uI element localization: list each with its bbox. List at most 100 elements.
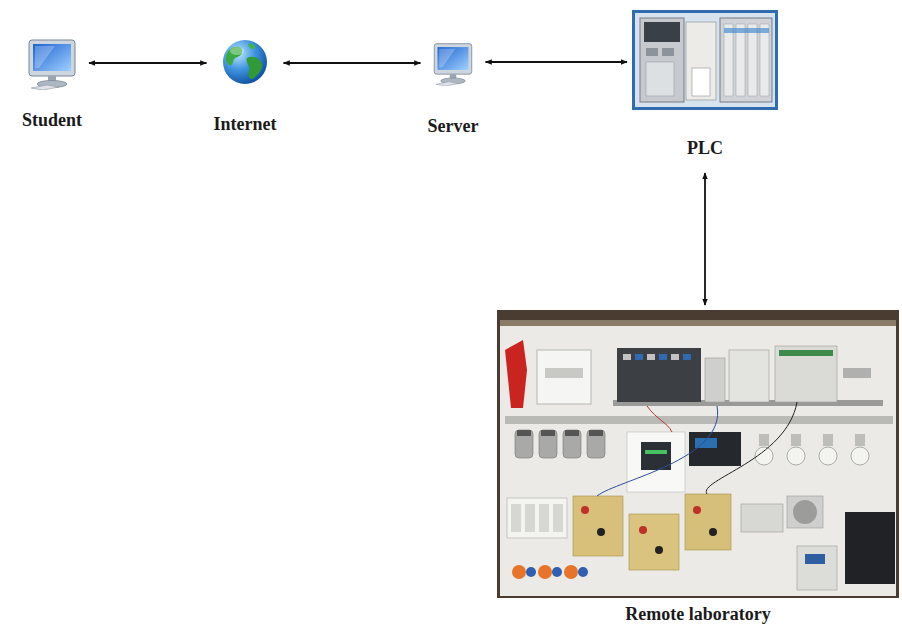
- device-node: Internet: [212, 36, 279, 134]
- node-label: Student: [20, 110, 84, 130]
- board-edge: [500, 320, 896, 326]
- module-cover: [646, 62, 674, 96]
- lab-icon: [497, 310, 899, 598]
- status-strip: [724, 28, 769, 33]
- inverter-display: [805, 554, 825, 564]
- module-slot: [736, 24, 745, 96]
- motor-box: [845, 512, 895, 584]
- port: [662, 48, 674, 56]
- keyboard: [436, 82, 459, 86]
- controller: [689, 432, 741, 466]
- plc-picture: [632, 10, 778, 110]
- drive-unit: [617, 348, 701, 402]
- push-button: [538, 565, 552, 579]
- monitor-frame: [434, 44, 471, 74]
- device-node: Student: [20, 38, 84, 130]
- contactor: [511, 504, 521, 532]
- pc-icon: [25, 38, 79, 90]
- io-module: [686, 22, 716, 100]
- cpu-display: [644, 22, 680, 42]
- globe-sphere: [223, 40, 267, 84]
- terminal: [671, 354, 679, 360]
- computer-icon: [29, 40, 75, 90]
- module-slot: [724, 24, 733, 96]
- push-button: [552, 567, 562, 577]
- push-button: [578, 567, 588, 577]
- breaker-row: [545, 368, 583, 378]
- icon-holder: [25, 38, 79, 90]
- keyboard: [31, 85, 59, 90]
- inverter: [797, 546, 837, 590]
- bracket: [843, 368, 871, 378]
- relay-top: [517, 430, 531, 436]
- wire: [706, 402, 797, 494]
- icon-holder: [497, 310, 899, 598]
- board: [500, 320, 896, 596]
- node-label: Server: [426, 116, 481, 136]
- lab-picture: [497, 310, 899, 598]
- terminal: [683, 354, 691, 360]
- lamp-holder: [791, 434, 801, 446]
- node-label: PLC: [685, 138, 725, 158]
- contactor: [553, 504, 563, 532]
- contactor: [525, 504, 535, 532]
- relay-module: [705, 358, 725, 402]
- terminal: [659, 354, 667, 360]
- connector-arrow: [704, 173, 706, 305]
- globe-highlight: [230, 47, 244, 55]
- contactor: [539, 504, 549, 532]
- circuit-board: [573, 496, 623, 556]
- push-button: [512, 565, 526, 579]
- relay-top: [565, 430, 579, 436]
- computer-icon: [434, 44, 471, 86]
- lamp-holder: [759, 434, 769, 446]
- cpu-module: [640, 18, 684, 102]
- power-module: [729, 350, 769, 402]
- screen-glare: [439, 49, 455, 68]
- circuit-board: [685, 494, 731, 550]
- component: [709, 528, 717, 536]
- lamp: [819, 447, 837, 465]
- device-node: PLC: [632, 10, 778, 158]
- component: [693, 506, 701, 514]
- relay: [539, 430, 557, 458]
- terminal-strip: [779, 350, 833, 356]
- component: [581, 506, 589, 514]
- component: [655, 546, 663, 554]
- contactor-block: [507, 498, 567, 538]
- lamp: [787, 447, 805, 465]
- red-plug: [505, 340, 527, 408]
- relay-top: [541, 430, 555, 436]
- fan: [793, 500, 817, 524]
- relay: [515, 430, 533, 458]
- monitor-frame: [29, 40, 75, 76]
- module-slot: [748, 24, 757, 96]
- circuit-board: [629, 514, 679, 570]
- component: [639, 526, 647, 534]
- continent: [248, 44, 255, 49]
- globe-icon: [220, 36, 270, 88]
- device-node: Server: [426, 42, 481, 136]
- power-supply: [741, 504, 783, 532]
- photo-ground: [635, 13, 775, 107]
- icon-holder: [632, 10, 778, 110]
- relay: [563, 430, 581, 458]
- lamp-holder: [855, 434, 865, 446]
- node-label: Internet: [212, 114, 279, 134]
- breaker-box: [537, 350, 591, 404]
- connector-arrow: [89, 62, 206, 64]
- monitor-screen: [438, 47, 469, 70]
- globe-icon: [223, 40, 267, 84]
- plc-icon: [632, 10, 778, 110]
- device-node: Remote laboratory: [497, 310, 899, 624]
- wire: [597, 406, 718, 496]
- relay-top: [589, 430, 603, 436]
- shelf-rail: [505, 416, 893, 424]
- server-icon: [431, 42, 475, 86]
- push-button: [564, 565, 578, 579]
- plc-unit: [775, 346, 837, 402]
- lamp: [851, 447, 869, 465]
- relay: [587, 430, 605, 458]
- wire: [647, 406, 672, 432]
